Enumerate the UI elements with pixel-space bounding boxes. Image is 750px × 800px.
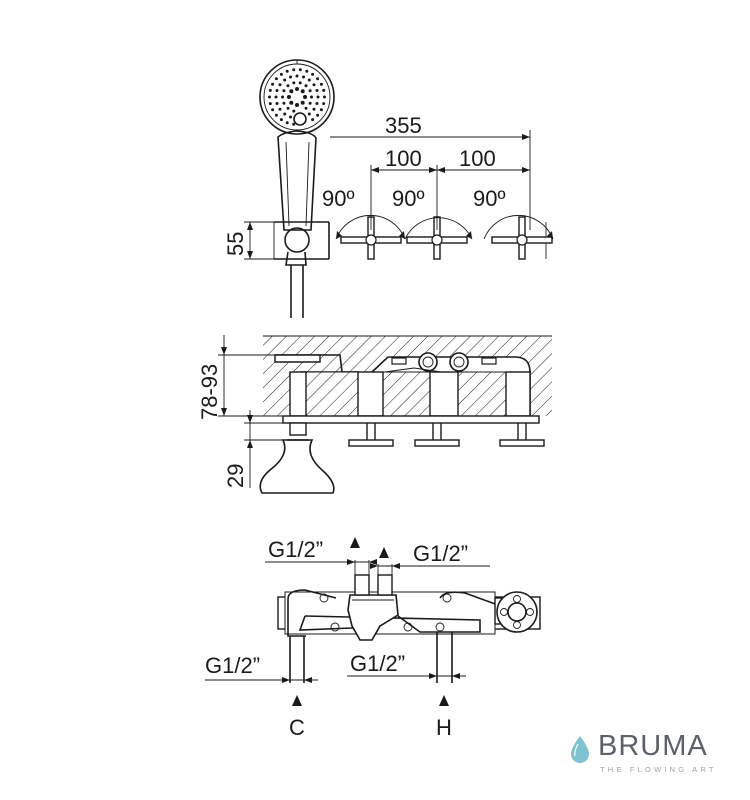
section-handle [499,423,545,447]
top-view: 55 90º 90º 90º 355 100 100 [223,59,554,318]
height-dimension: 55 [223,232,248,256]
water-drop-icon [571,736,589,763]
angle-label-1: 90º [322,186,355,211]
hot-label: H [436,715,452,740]
spacing-dimension-1: 100 [385,146,422,171]
cold-inlet-arrow-icon [292,695,302,706]
top-left-connection: G1/2” [268,537,323,562]
spacing-dimension-2: 100 [459,146,496,171]
depth-range-dimension: 78-93 [197,364,222,420]
bottom-left-connection: G1/2” [205,653,260,678]
brand-name: BRUMA [598,730,708,762]
hot-inlet-arrow-icon [439,695,449,706]
section-handles [348,423,545,447]
overall-width-dimension: 355 [385,113,422,138]
angle-label-2: 90º [392,186,425,211]
cross-handles [340,216,553,260]
spout-height-dimension: 29 [223,464,248,488]
section-view: 78-93 29 [197,335,552,494]
shower-nozzles [268,68,326,126]
bottom-right-connection: G1/2” [350,651,405,676]
brand-tagline: THE FLOWING ART [600,765,717,774]
shower-head [259,59,335,318]
section-handle [348,423,394,447]
top-right-connection: G1/2” [413,541,468,566]
cross-handle [491,216,553,260]
plumbing-view: G1/2” G1/2” C H G1/2” G1/2” [205,537,541,740]
cross-handle [406,216,468,260]
angle-label-3: 90º [473,186,506,211]
cross-handle [340,216,402,260]
section-handle [414,423,460,447]
cold-label: C [289,715,305,740]
outlet-arrows-icon [350,537,389,558]
